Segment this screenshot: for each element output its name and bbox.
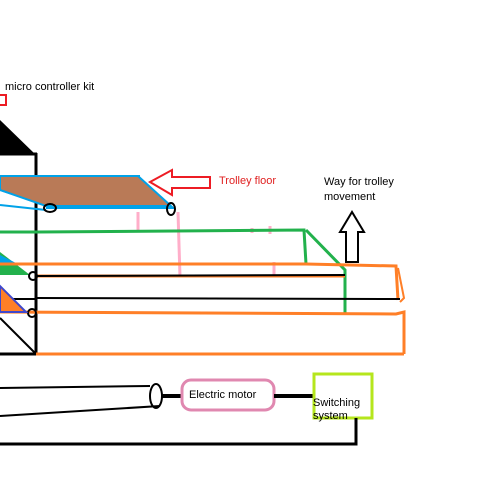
micro-controller-label: micro controller kit (5, 81, 95, 93)
black-rail-1 (35, 274, 346, 277)
blue-track-3 (0, 204, 47, 211)
trolley-floor-label: Trolley floor (219, 175, 277, 187)
shaft-line-top (0, 385, 151, 389)
up-arrow (338, 210, 366, 263)
electric-motor-label: Electric motor (189, 389, 257, 401)
bottom-wire (0, 418, 358, 446)
switching-system-box (312, 372, 374, 420)
way-for-trolley-label: Way for trolley movement (324, 176, 394, 203)
orange-rail-lower (0, 310, 406, 354)
trolley-floor (0, 175, 174, 207)
green-rail-diagonal (304, 228, 347, 315)
shaft-end (149, 383, 163, 409)
orange-rail-upper (0, 262, 400, 301)
green-rail-upper (0, 228, 308, 265)
rail-wheel-1 (28, 271, 38, 281)
microcontroller-marker (0, 94, 7, 106)
orange-triangle (0, 284, 29, 313)
shaft-line-bottom (0, 405, 161, 417)
tower-diagonal (0, 317, 37, 355)
switching-system-label: Switching system (313, 397, 361, 422)
trolley-wheel-left (43, 203, 57, 213)
trolley-wheel-right (166, 202, 176, 216)
support-pink-2 (176, 211, 182, 278)
orange-rail-right (397, 267, 406, 303)
tower-top (0, 120, 36, 155)
trolley-floor-arrow (147, 168, 211, 197)
black-rail-2 (35, 297, 401, 300)
